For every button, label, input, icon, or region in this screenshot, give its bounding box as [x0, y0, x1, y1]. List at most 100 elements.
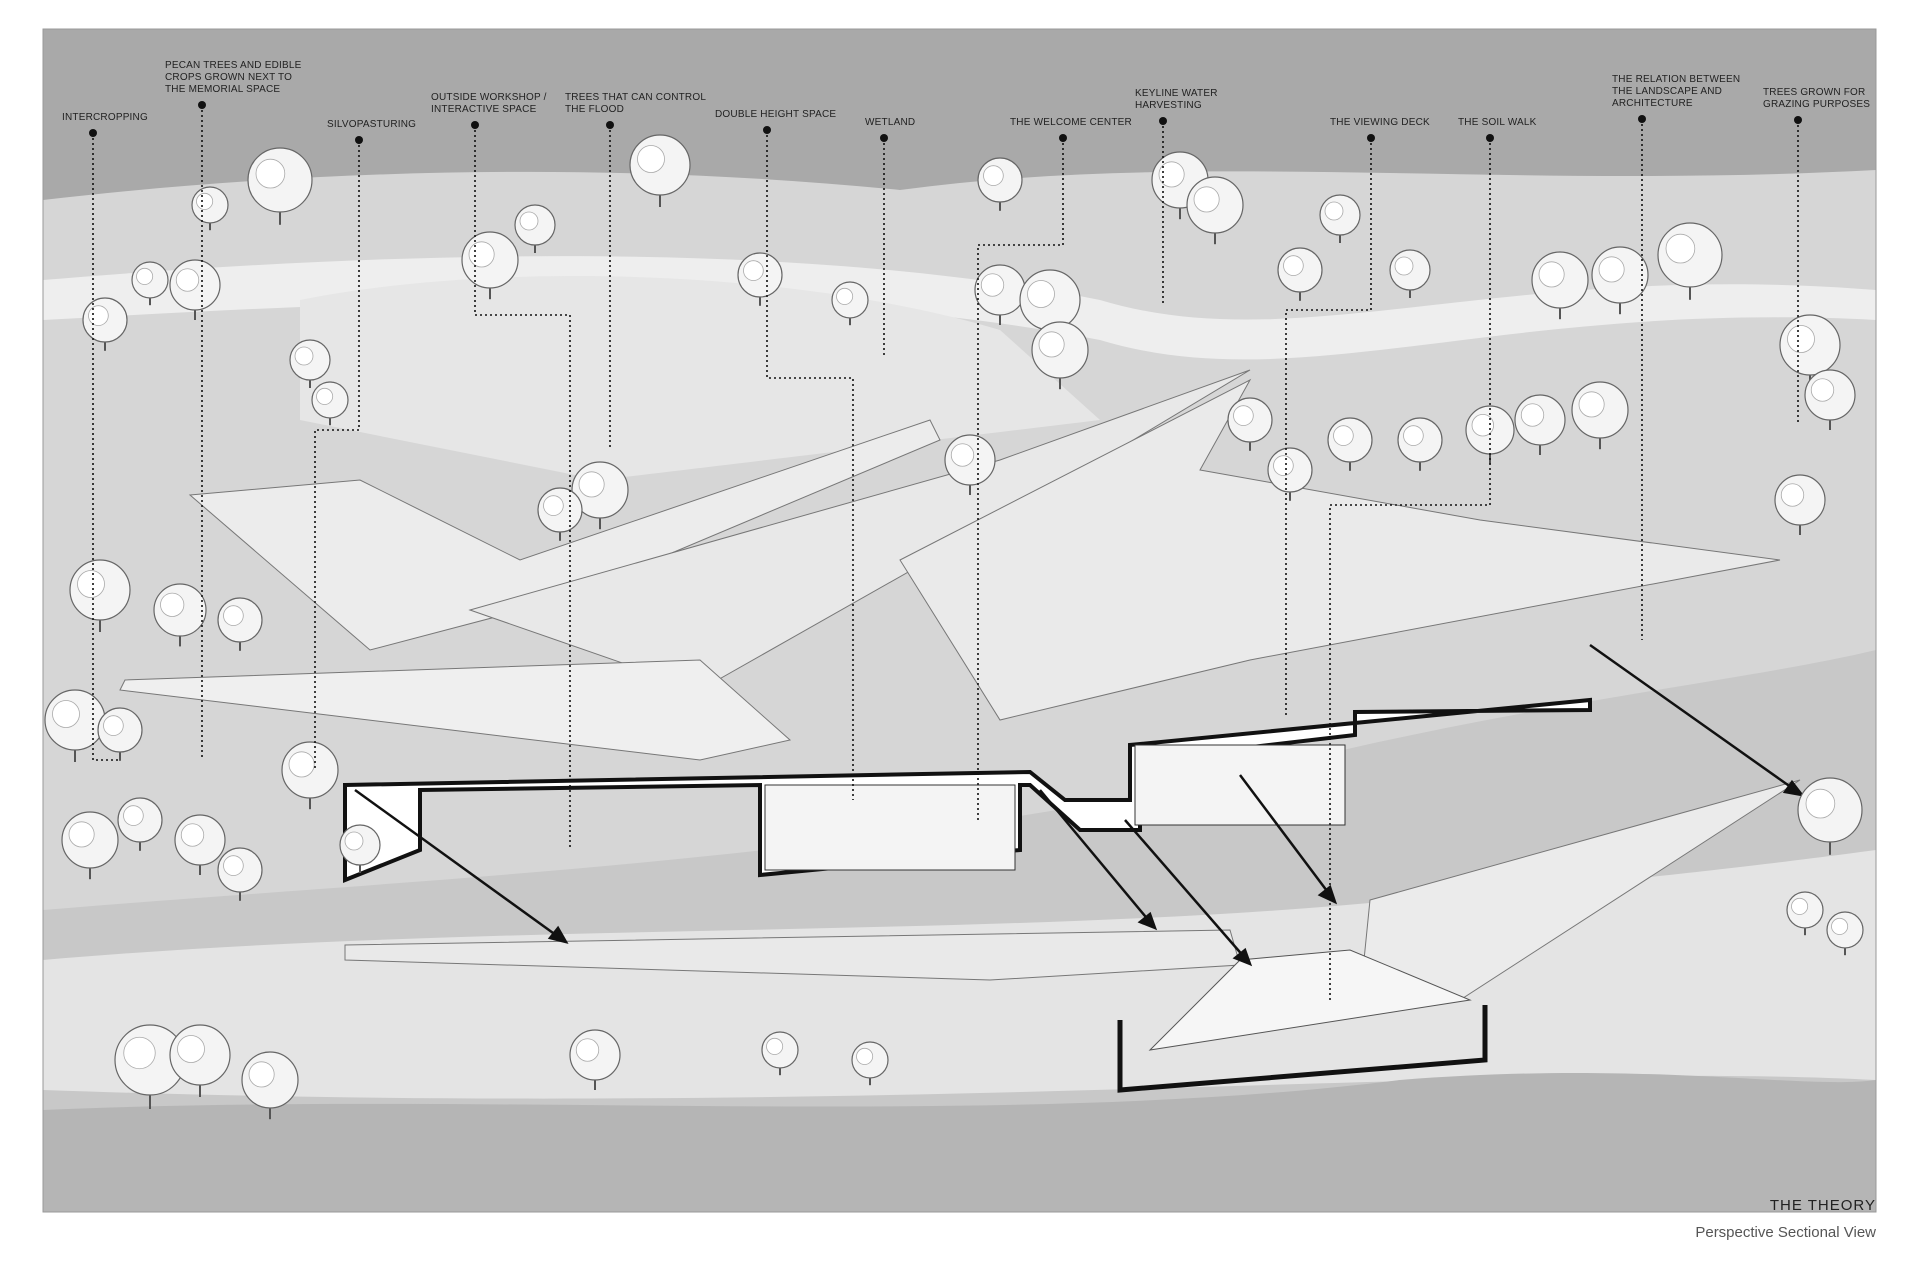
tree: [61, 811, 119, 880]
tree: [1571, 381, 1629, 450]
tree: [514, 204, 556, 253]
interior-room: [764, 784, 1016, 871]
section-arrows: [354, 643, 1805, 967]
tree: [217, 847, 263, 901]
label-text: ARCHITECTURE: [1612, 98, 1693, 109]
tree: [1797, 777, 1863, 855]
roof-plane: [344, 929, 1241, 981]
tree: [153, 583, 207, 647]
annotation-label: OUTSIDE WORKSHOP /INTERACTIVE SPACE: [431, 92, 571, 850]
annotation-label: DOUBLE HEIGHT SPACE: [715, 109, 854, 800]
tree: [1774, 474, 1826, 535]
tree: [131, 261, 169, 306]
roof-plane: [119, 659, 792, 761]
tree: [1186, 176, 1244, 245]
label-text: TREES THAT CAN CONTROL: [565, 92, 706, 103]
tree: [1327, 417, 1373, 471]
tree: [1319, 194, 1361, 243]
label-text: DOUBLE HEIGHT SPACE: [715, 109, 836, 120]
tree: [289, 339, 331, 388]
tree: [281, 741, 339, 810]
tree: [117, 797, 163, 851]
annotation-label: WETLAND: [865, 117, 915, 355]
leader-line: [766, 130, 854, 800]
interior-room: [1134, 744, 1346, 826]
tree: [1267, 447, 1313, 501]
roof-plane: [188, 419, 941, 651]
tree: [571, 461, 629, 530]
tree: [191, 186, 229, 231]
label-text: OUTSIDE WORKSHOP /: [431, 92, 547, 103]
label-text: SILVOPASTURING: [327, 119, 416, 130]
label-text: CROPS GROWN NEXT TO: [165, 72, 292, 83]
annotation-label: THE SOIL WALK: [1329, 117, 1537, 1000]
label-text: INTERCROPPING: [62, 112, 148, 123]
foreground-ground: [43, 1072, 1876, 1212]
tree: [69, 559, 131, 632]
tree: [1514, 394, 1566, 455]
tree: [169, 259, 221, 320]
leader-line: [474, 125, 571, 850]
label-text: PECAN TREES AND EDIBLE: [165, 60, 302, 71]
tree: [569, 1029, 621, 1090]
label-text: WETLAND: [865, 117, 915, 128]
tree: [1591, 246, 1649, 315]
label-text: THE LANDSCAPE AND: [1612, 86, 1722, 97]
tree: [1019, 269, 1081, 342]
tree: [1826, 911, 1864, 956]
tree: [1389, 249, 1431, 298]
tree: [1031, 321, 1089, 390]
annotation-label: INTERCROPPING: [62, 112, 148, 761]
roof-plane: [899, 378, 1781, 721]
tree: [537, 487, 583, 541]
tree: [1531, 251, 1589, 320]
annotation-label: THE WELCOME CENTER: [977, 117, 1132, 820]
tree: [737, 252, 783, 306]
tree: [82, 297, 128, 351]
trees-layer: [44, 134, 1864, 1120]
tree: [339, 824, 381, 873]
label-text: THE MEMORIAL SPACE: [165, 84, 280, 95]
label-text: THE FLOOD: [565, 104, 624, 115]
viewing-deck-floor: [1148, 949, 1472, 1051]
tree: [169, 1024, 231, 1097]
wetland-field: [300, 276, 1100, 480]
tree: [174, 814, 226, 875]
tree: [1804, 369, 1856, 430]
tree: [241, 1051, 299, 1120]
label-text: THE VIEWING DECK: [1330, 117, 1430, 128]
tree: [851, 1041, 889, 1086]
leader-line: [1329, 138, 1491, 1000]
caption-title: THE THEORY: [1770, 1197, 1876, 1214]
viewing-deck-section: [1117, 1005, 1488, 1093]
tree: [1227, 397, 1273, 451]
tree: [629, 134, 691, 207]
leader-line: [314, 140, 360, 770]
label-text: THE RELATION BETWEEN: [1612, 74, 1740, 85]
label-text: KEYLINE WATER: [1135, 88, 1218, 99]
caption-subtitle: Perspective Sectional View: [1695, 1224, 1876, 1241]
tree: [44, 689, 106, 762]
leader-line: [92, 133, 120, 761]
tree: [944, 434, 996, 495]
tree: [761, 1031, 799, 1076]
annotation-label: THE VIEWING DECK: [1285, 117, 1430, 715]
tree: [311, 381, 349, 426]
tree: [1786, 891, 1824, 936]
tree: [97, 707, 143, 761]
tree: [1397, 417, 1443, 471]
tree: [831, 281, 869, 326]
label-text: INTERACTIVE SPACE: [431, 104, 537, 115]
leader-line: [1285, 138, 1372, 715]
label-text: THE SOIL WALK: [1458, 117, 1537, 128]
tree: [1779, 314, 1841, 387]
tree: [217, 597, 263, 651]
drawing-frame: [42, 28, 1877, 1213]
label-text: TREES GROWN FOR: [1763, 87, 1865, 98]
tree: [247, 147, 313, 225]
